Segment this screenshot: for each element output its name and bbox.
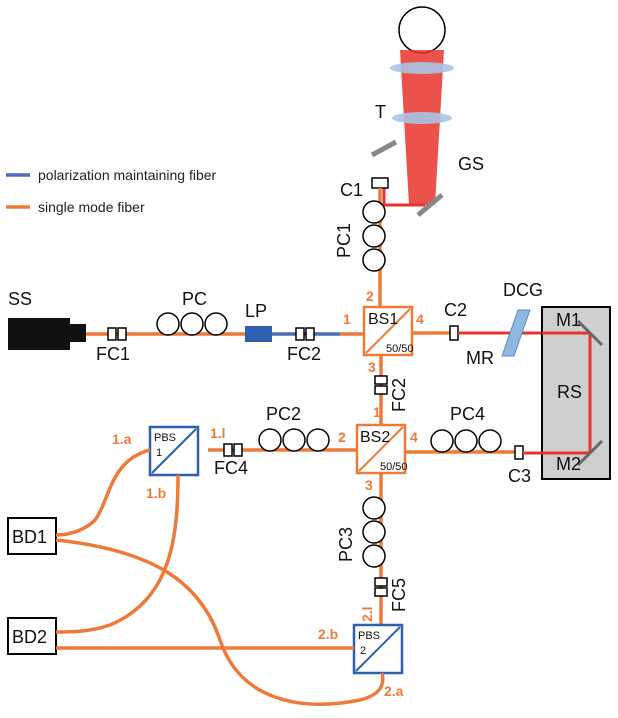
beam-splitter-bs1: BS1 50/50 [362, 305, 414, 357]
beam-splitter-bs2: BS2 50/50 [355, 423, 408, 475]
svg-text:PBS: PBS [154, 432, 176, 444]
port-1a: 1.a [112, 431, 132, 447]
linear-polarizer [245, 326, 272, 342]
telescope-lens-2 [392, 112, 452, 124]
reference-stage [541, 306, 611, 480]
fc2-label: FC2 [287, 344, 321, 364]
telescope-label: T [375, 102, 386, 122]
scanner-label: GS [458, 154, 484, 174]
mirror-m1 [576, 319, 604, 347]
bs2-port-3: 3 [365, 477, 373, 493]
port-1b: 1.b [146, 485, 166, 501]
fc2-vertical-label: FC2 [389, 378, 409, 412]
bs2-port-1: 1 [373, 404, 381, 420]
fiber-connector-fc5 [374, 577, 388, 597]
pc-label: PC [182, 289, 207, 309]
balanced-detector-bd1 [7, 517, 57, 555]
port-1l: 1.l [210, 425, 226, 441]
fc5-label: FC5 [389, 578, 409, 612]
bs1-port-2: 2 [366, 288, 374, 304]
svg-text:2: 2 [360, 645, 366, 657]
bd1-label: BD1 [12, 527, 47, 547]
bs1-port-1: 1 [343, 311, 351, 327]
m1-label: M1 [556, 310, 581, 330]
port-2l: 2.l [359, 606, 375, 622]
fiber-1b-to-bd2 [55, 474, 180, 634]
balanced-detector-bd2 [7, 617, 57, 655]
collimator-c1 [371, 177, 389, 189]
telescope-lens-1 [390, 62, 454, 74]
galvo-mirror-1 [370, 139, 398, 158]
pc1-label: PC1 [334, 223, 354, 258]
c2-label: C2 [444, 300, 467, 320]
fiber-connector-fc2-vertical [374, 375, 388, 395]
fiber-2a-to-bd1 [55, 538, 385, 706]
c3-label: C3 [508, 466, 531, 486]
mirror-m2 [576, 439, 604, 467]
beam-expanded [400, 50, 444, 205]
lp-label: LP [245, 301, 267, 321]
port-2b: 2.b [318, 626, 338, 642]
collimator-c2 [449, 325, 459, 341]
m2-label: M2 [556, 454, 581, 474]
mr-label: MR [466, 348, 494, 368]
c1-label: C1 [340, 180, 363, 200]
target-circle [398, 6, 446, 54]
legend-sm-label: single mode fiber [38, 199, 145, 215]
legend: polarization maintaining fiber single mo… [6, 167, 217, 215]
svg-text:BS2: BS2 [360, 429, 390, 446]
polarization-controller-pc3 [362, 496, 386, 568]
svg-text:50/50: 50/50 [380, 461, 408, 473]
collimator-c3 [514, 445, 524, 460]
polarizing-beam-splitter-2: PBS 2 [352, 623, 404, 675]
dcg-label: DCG [503, 280, 543, 300]
svg-text:PBS: PBS [358, 630, 380, 642]
bs2-port-4: 4 [410, 429, 418, 445]
fiber-1a-to-bd1 [55, 448, 151, 537]
polarization-controller-pc1 [362, 200, 386, 272]
polarization-controller-pc2 [258, 428, 330, 452]
bs1-port-4: 4 [416, 311, 424, 327]
swept-source [8, 318, 70, 350]
pc3-label: PC3 [336, 527, 356, 562]
galvo-mirror-2 [416, 193, 444, 217]
polarization-controller-pc [156, 312, 228, 336]
fiber-connector-fc4 [223, 443, 243, 457]
rs-label: RS [557, 382, 582, 402]
fc4-label: FC4 [214, 458, 248, 478]
ss-label: SS [8, 289, 32, 309]
dispersion-compensation-glass [501, 309, 531, 357]
pc4-label: PC4 [450, 404, 485, 424]
bs1-port-3: 3 [368, 359, 376, 375]
pc2-label: PC2 [266, 404, 301, 424]
port-2a: 2.a [384, 683, 404, 699]
fiber-connector-fc1 [107, 327, 127, 341]
polarization-controller-pc4 [430, 429, 502, 453]
telescope-assembly: T GS [370, 6, 484, 217]
fc1-label: FC1 [96, 344, 130, 364]
fiber-connector-fc2 [295, 327, 315, 341]
svg-text:1: 1 [156, 447, 162, 459]
legend-pm-label: polarization maintaining fiber [38, 167, 217, 183]
svg-text:50/50: 50/50 [386, 343, 414, 355]
bd2-label: BD2 [12, 627, 47, 647]
polarizing-beam-splitter-1: PBS 1 [148, 425, 200, 477]
bs2-port-2: 2 [338, 429, 346, 445]
svg-text:BS1: BS1 [368, 311, 398, 328]
